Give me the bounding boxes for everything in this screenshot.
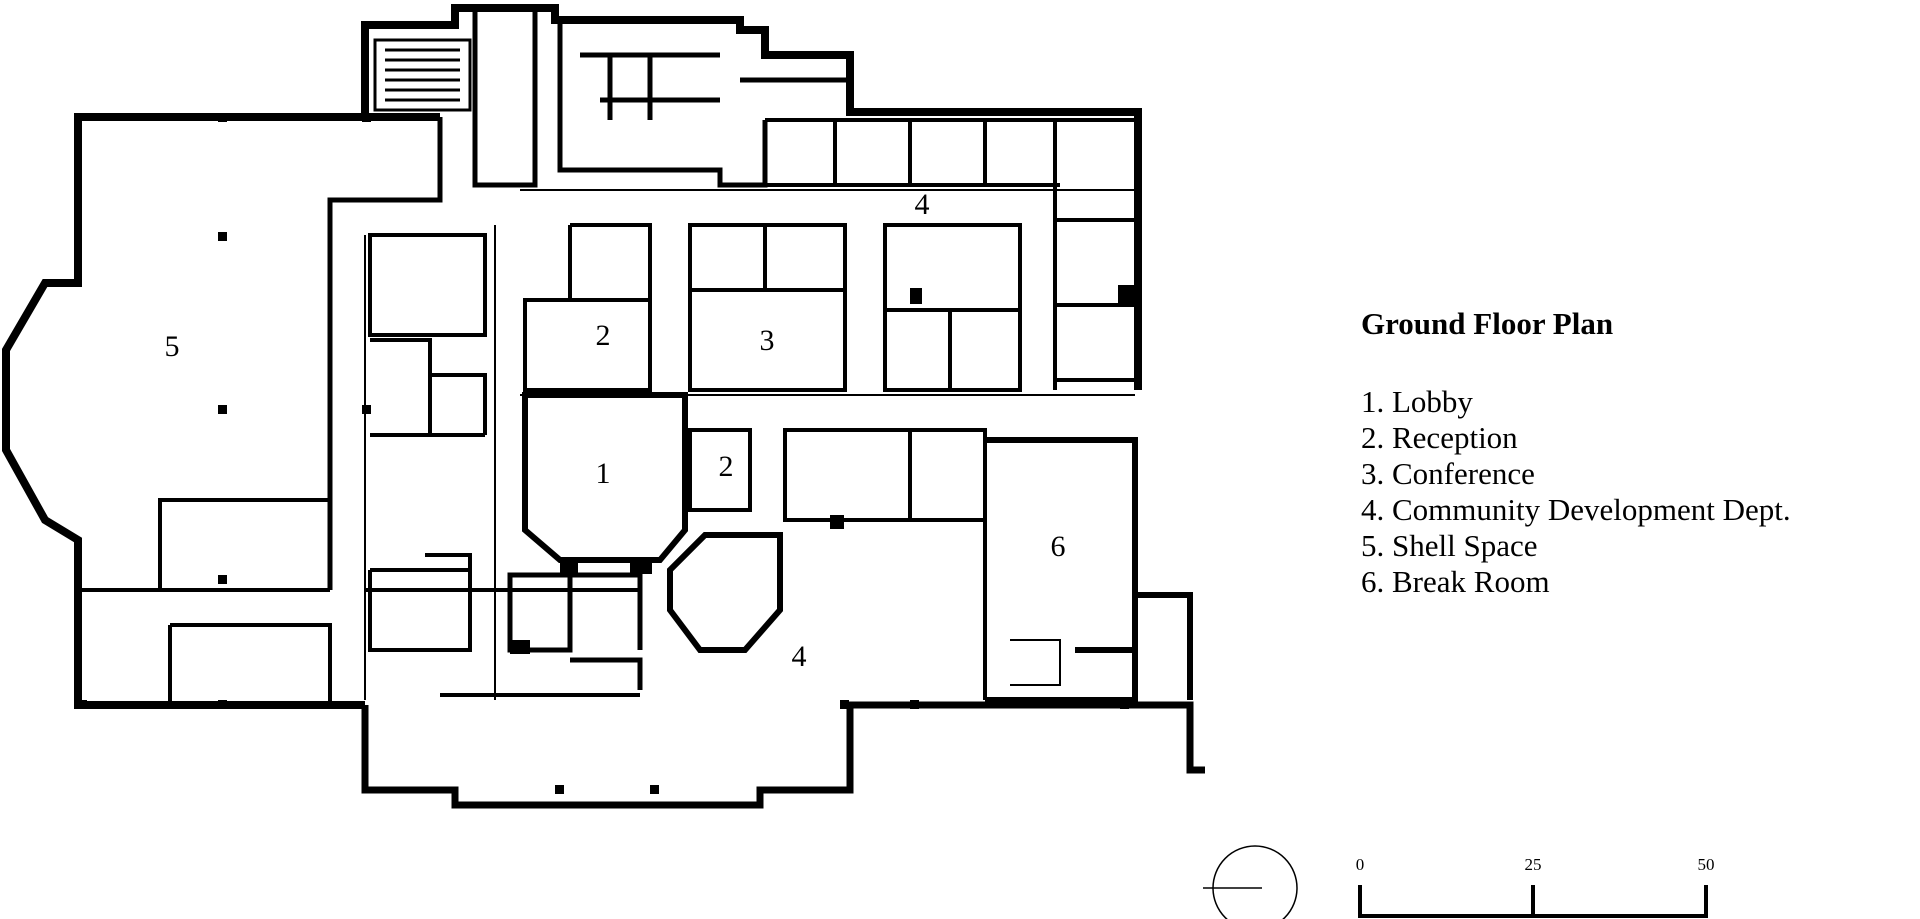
stair-outline [373,38,472,112]
north-arrow-circle [1212,845,1298,919]
corridor-lines [364,189,1135,700]
column [910,288,922,304]
south-community-dev-outline [361,701,1205,809]
reception-south-block [688,428,752,512]
shell-space-exterior-wall [1,113,440,709]
conference-block [688,223,847,392]
plan-walls [1,4,1205,809]
room-labels: 1 2 2 3 4 4 5 6 [165,188,1066,673]
legend-item-shell-space: 5. Shell Space [1361,528,1538,563]
shell-space-east-wall [327,117,443,590]
scale-bar: 0 25 50 [1356,855,1715,918]
scale-tick-label: 50 [1698,855,1715,874]
break-room-counter [1010,639,1061,686]
north-service-inner [472,8,850,188]
column [555,785,564,794]
reception-block [523,223,652,392]
central-office-block [883,223,1022,392]
legend-title: Ground Floor Plan [1361,306,1614,341]
column [910,700,919,709]
column [650,785,659,794]
north-service-block [361,4,1142,390]
column [840,700,849,709]
legend-item-break-room: 6. Break Room [1361,564,1550,599]
room-label-reception: 2 [596,319,611,352]
column [218,575,227,584]
column [218,113,227,122]
column [218,700,227,709]
scale-tick-label: 25 [1525,855,1542,874]
octagon-stair [667,532,783,653]
column [830,515,844,529]
scale-bar-line [1358,885,1708,918]
legend-item-conference: 3. Conference [1361,456,1535,491]
column [560,560,578,574]
column [1118,285,1136,303]
lobby-vestibule [507,572,643,690]
column [362,113,371,122]
break-room-wall [985,437,1193,703]
column [218,405,227,414]
north-office-row [765,118,1138,187]
room-label-community-development: 4 [915,188,930,221]
scale-tick-label: 0 [1356,855,1365,874]
column [1120,700,1129,709]
room-label-reception: 2 [719,450,734,483]
legend-item-lobby: 1. Lobby [1361,384,1473,419]
east-offices [1053,185,1135,390]
room-label-community-development: 4 [792,640,807,673]
column [218,232,227,241]
room-label-lobby: 1 [596,457,611,490]
shell-space-south-rooms [78,498,332,705]
column [510,640,530,654]
column [362,405,371,414]
north-arrow [1203,845,1298,919]
legend: Ground Floor Plan 1. Lobby 2. Reception … [1361,306,1791,600]
structural-columns [78,113,1136,794]
room-label-shell-space: 5 [165,330,180,363]
room-label-conference: 3 [760,324,775,357]
west-rooms-block [368,233,487,652]
room-label-break-room: 6 [1051,530,1066,563]
legend-list: 1. Lobby 2. Reception 3. Conference 4. C… [1361,384,1791,600]
column [78,700,87,709]
legend-item-reception: 2. Reception [1361,420,1518,455]
legend-item-community-development: 4. Community Development Dept. [1361,492,1791,527]
column [630,560,652,574]
south-office-partitions [365,428,987,700]
